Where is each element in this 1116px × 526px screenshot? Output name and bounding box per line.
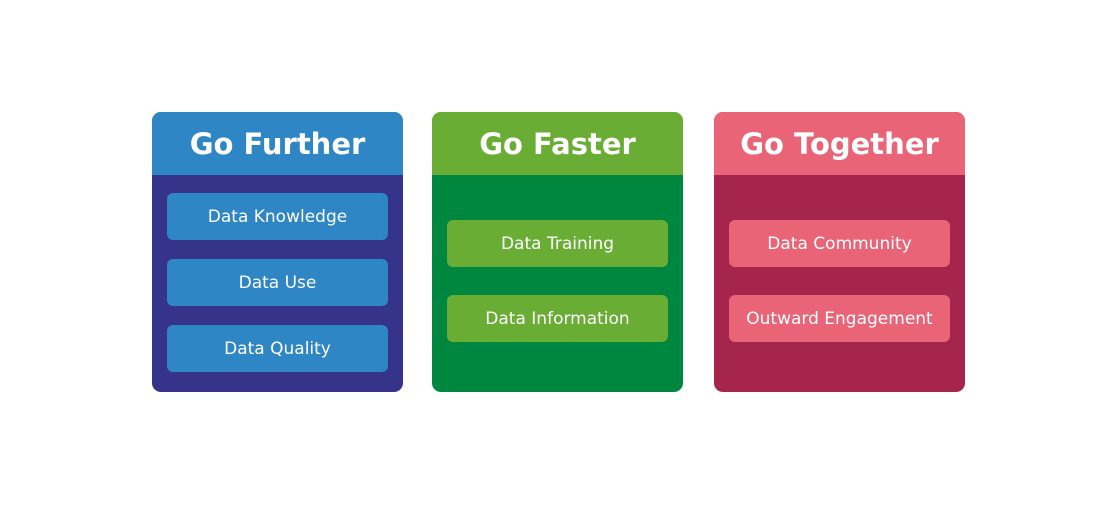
card-title: Go Together	[714, 112, 965, 175]
card-item: Data Use	[167, 259, 388, 306]
card-item: Data Training	[447, 220, 668, 267]
card-item: Data Information	[447, 295, 668, 342]
card-item: Data Quality	[167, 325, 388, 372]
card-item: Outward Engagement	[729, 295, 950, 342]
card-item: Data Knowledge	[167, 193, 388, 240]
card-title: Go Faster	[432, 112, 683, 175]
card-title: Go Further	[152, 112, 403, 175]
card-item: Data Community	[729, 220, 950, 267]
